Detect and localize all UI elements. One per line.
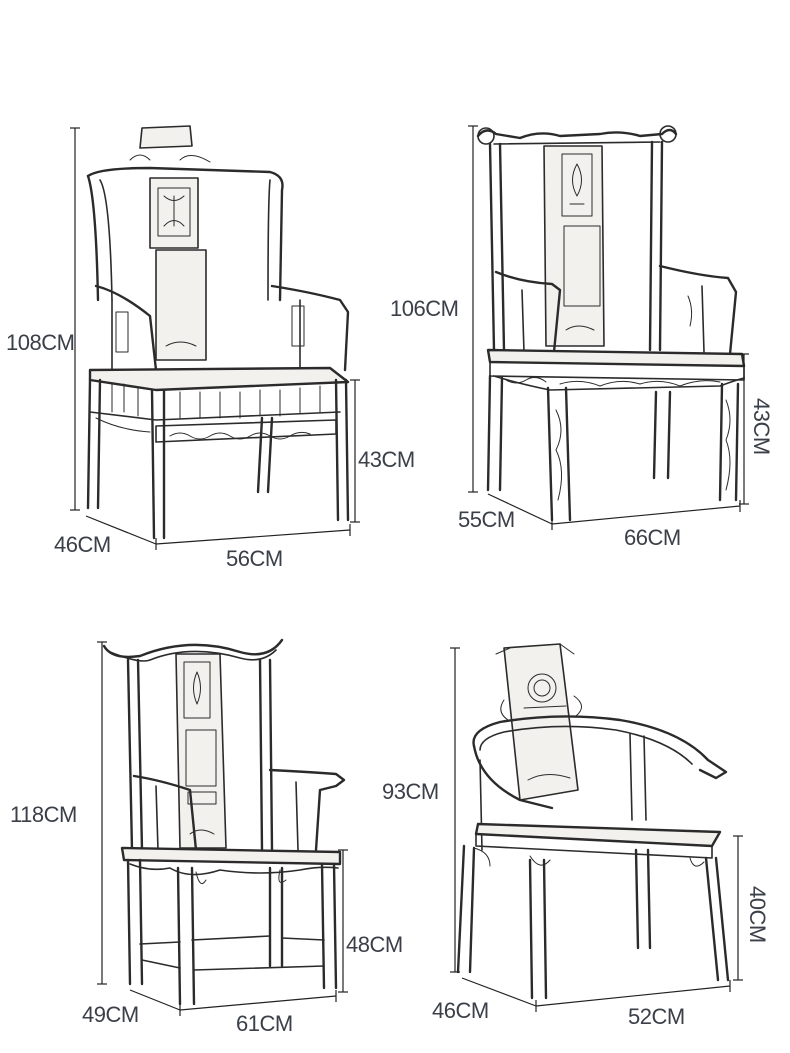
chair-2-seat-height-label: 43CM [749, 398, 774, 455]
chair-4-drawing [456, 643, 730, 1000]
chair-4-depth-label: 46CM [432, 998, 489, 1023]
chair-2-width-label: 66CM [624, 525, 681, 550]
chair-4: 93CM 46CM 52CM 40CM [382, 643, 770, 1029]
chair-3-drawing [102, 638, 346, 1006]
chair-1-height-label: 108CM [6, 330, 74, 355]
chair-4-seat-height-label: 40CM [745, 886, 770, 943]
chair-1-dimensions [70, 127, 360, 550]
chair-1-width-label: 56CM [226, 546, 283, 571]
chair-3-seat-height-label: 48CM [346, 932, 403, 957]
chair-3: 118CM 49CM 61CM 48CM [10, 638, 403, 1036]
chair-2-dimensions [468, 125, 749, 530]
chair-3-dimensions [97, 641, 348, 1016]
chair-3-width-label: 61CM [236, 1011, 293, 1036]
chair-2: 106CM 55CM 66CM 43CM [390, 125, 774, 550]
chair-1: 108CM 46CM 56CM 43CM [6, 125, 415, 571]
chair-4-width-label: 52CM [628, 1004, 685, 1029]
chair-3-height-label: 118CM [10, 802, 77, 827]
chair-2-depth-label: 55CM [458, 507, 515, 532]
chair-1-depth-label: 46CM [54, 532, 111, 557]
chair-1-drawing [86, 125, 350, 540]
chair-1-seat-height-label: 43CM [358, 447, 415, 472]
chair-2-height-label: 106CM [390, 296, 458, 321]
chair-3-depth-label: 49CM [82, 1002, 139, 1027]
chair-2-drawing [476, 125, 746, 522]
chair-4-height-label: 93CM [382, 779, 439, 804]
chair-4-dimensions [450, 647, 743, 1012]
